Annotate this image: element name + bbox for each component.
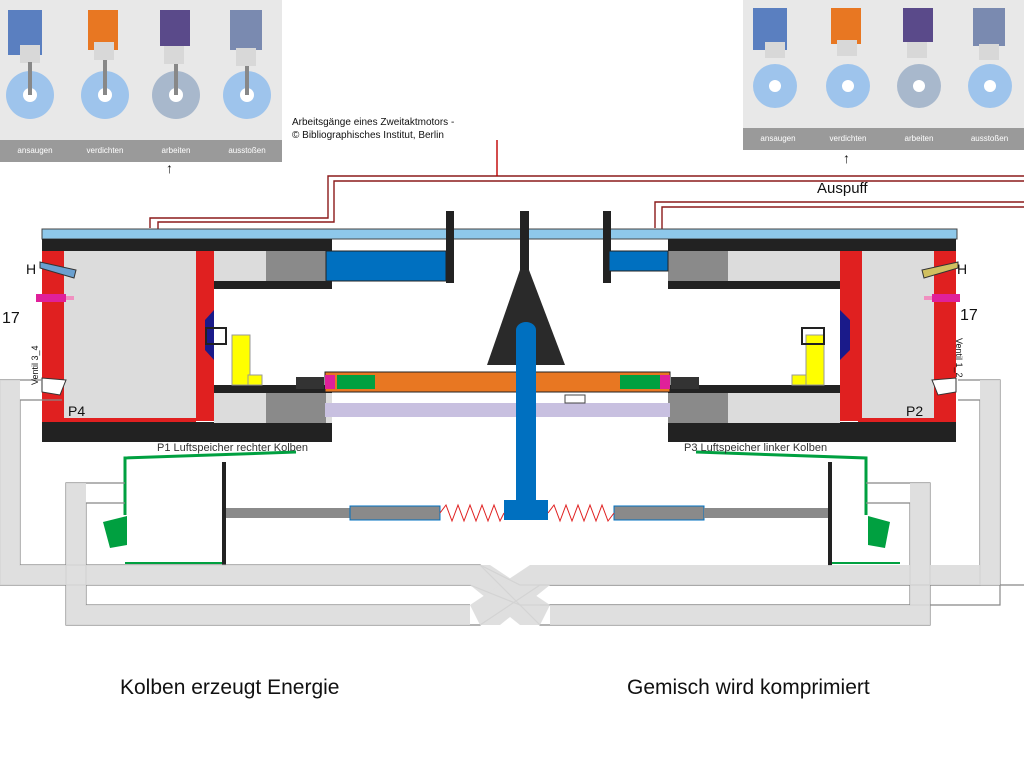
- thumb-label: verdichten: [70, 140, 140, 162]
- h-label-right: H: [957, 261, 967, 277]
- connecting-rod: [324, 371, 671, 393]
- right-cylinder: [608, 239, 960, 442]
- thumb-cell: verdichten: [70, 0, 140, 162]
- engine-cycle-thumbnails-left: ansaugen verdichten arbeiten aussto: [0, 0, 282, 162]
- left-process-label: Kolben erzeugt Energie: [120, 676, 340, 699]
- top-plate: [41, 228, 958, 240]
- thumb-label: arbeiten: [140, 140, 212, 162]
- up-arrow-icon: ↑: [166, 160, 173, 176]
- thumb-cell: ansaugen: [0, 0, 70, 162]
- source-caption: Arbeitsgänge eines Zweitaktmotors - © Bi…: [292, 116, 454, 142]
- thumb-label: verdichten: [813, 128, 883, 150]
- valve-label-right: Ventil 1_2: [954, 338, 964, 378]
- thumb-cell: verdichten: [813, 0, 883, 150]
- valve-label-left: Ventil 3_4: [30, 345, 40, 385]
- lavender-chamber: [325, 403, 670, 417]
- spring-right: [547, 503, 615, 523]
- spring-coupling: [296, 377, 324, 389]
- thumb-cell: arbeiten: [140, 0, 212, 162]
- thumb-label: arbeiten: [883, 128, 955, 150]
- shaft-base: [504, 500, 548, 520]
- guide-bar: [520, 211, 529, 271]
- transfer-pipe-fill: [0, 380, 1000, 625]
- vertical-shaft: [516, 330, 536, 500]
- right-process-label: Gemisch wird komprimiert: [627, 676, 870, 699]
- engine-illustration-icon: [152, 10, 200, 119]
- thumb-label: ausstoßen: [955, 128, 1024, 150]
- exhaust-pipes: [149, 140, 1024, 230]
- engine-illustration-icon: [223, 10, 271, 119]
- number-17-left: 17: [2, 310, 20, 327]
- engine-cycle-thumbnails-right: ansaugen verdichten arbeiten ausstoßen: [743, 0, 1024, 150]
- left-cylinder: [36, 239, 447, 442]
- spring-left: [439, 503, 505, 523]
- p4-label: P4: [68, 403, 85, 419]
- engine-illustration-icon: [968, 8, 1012, 108]
- p1-label: P1 Luftspeicher rechter Kolben: [157, 442, 308, 454]
- engine-illustration-icon: [81, 10, 129, 119]
- thumb-cell: ansaugen: [743, 0, 813, 150]
- thumb-label: ausstoßen: [212, 140, 282, 162]
- piston-seal: [620, 375, 660, 389]
- caption-line-2: © Bibliographisches Institut, Berlin: [292, 130, 444, 141]
- crank-funnel: [487, 270, 565, 365]
- engine-illustration-icon: [753, 8, 797, 108]
- thumb-cell: ausstoßen: [212, 0, 282, 162]
- caption-line-1: Arbeitsgänge eines Zweitaktmotors -: [292, 117, 455, 128]
- thumb-label: ansaugen: [743, 128, 813, 150]
- auspuff-label: Auspuff: [817, 180, 868, 197]
- thumb-label: ansaugen: [0, 140, 70, 162]
- lower-air-storage: [103, 450, 900, 566]
- number-17-right: 17: [960, 307, 978, 324]
- up-arrow-icon: ↑: [843, 150, 850, 166]
- piston-seal: [337, 375, 375, 389]
- thumb-cell: arbeiten: [883, 0, 955, 150]
- h-label-left: H: [26, 261, 36, 277]
- thumb-cell: ausstoßen: [955, 0, 1024, 150]
- p3-label: P3 Luftspeicher linker Kolben: [684, 442, 827, 454]
- engine-illustration-icon: [897, 8, 941, 108]
- spring-coupling: [671, 377, 699, 389]
- p2-label: P2: [906, 403, 923, 419]
- guide-bar: [603, 211, 611, 283]
- guide-bar: [446, 211, 454, 283]
- engine-illustration-icon: [826, 8, 870, 108]
- engine-illustration-icon: [6, 10, 54, 119]
